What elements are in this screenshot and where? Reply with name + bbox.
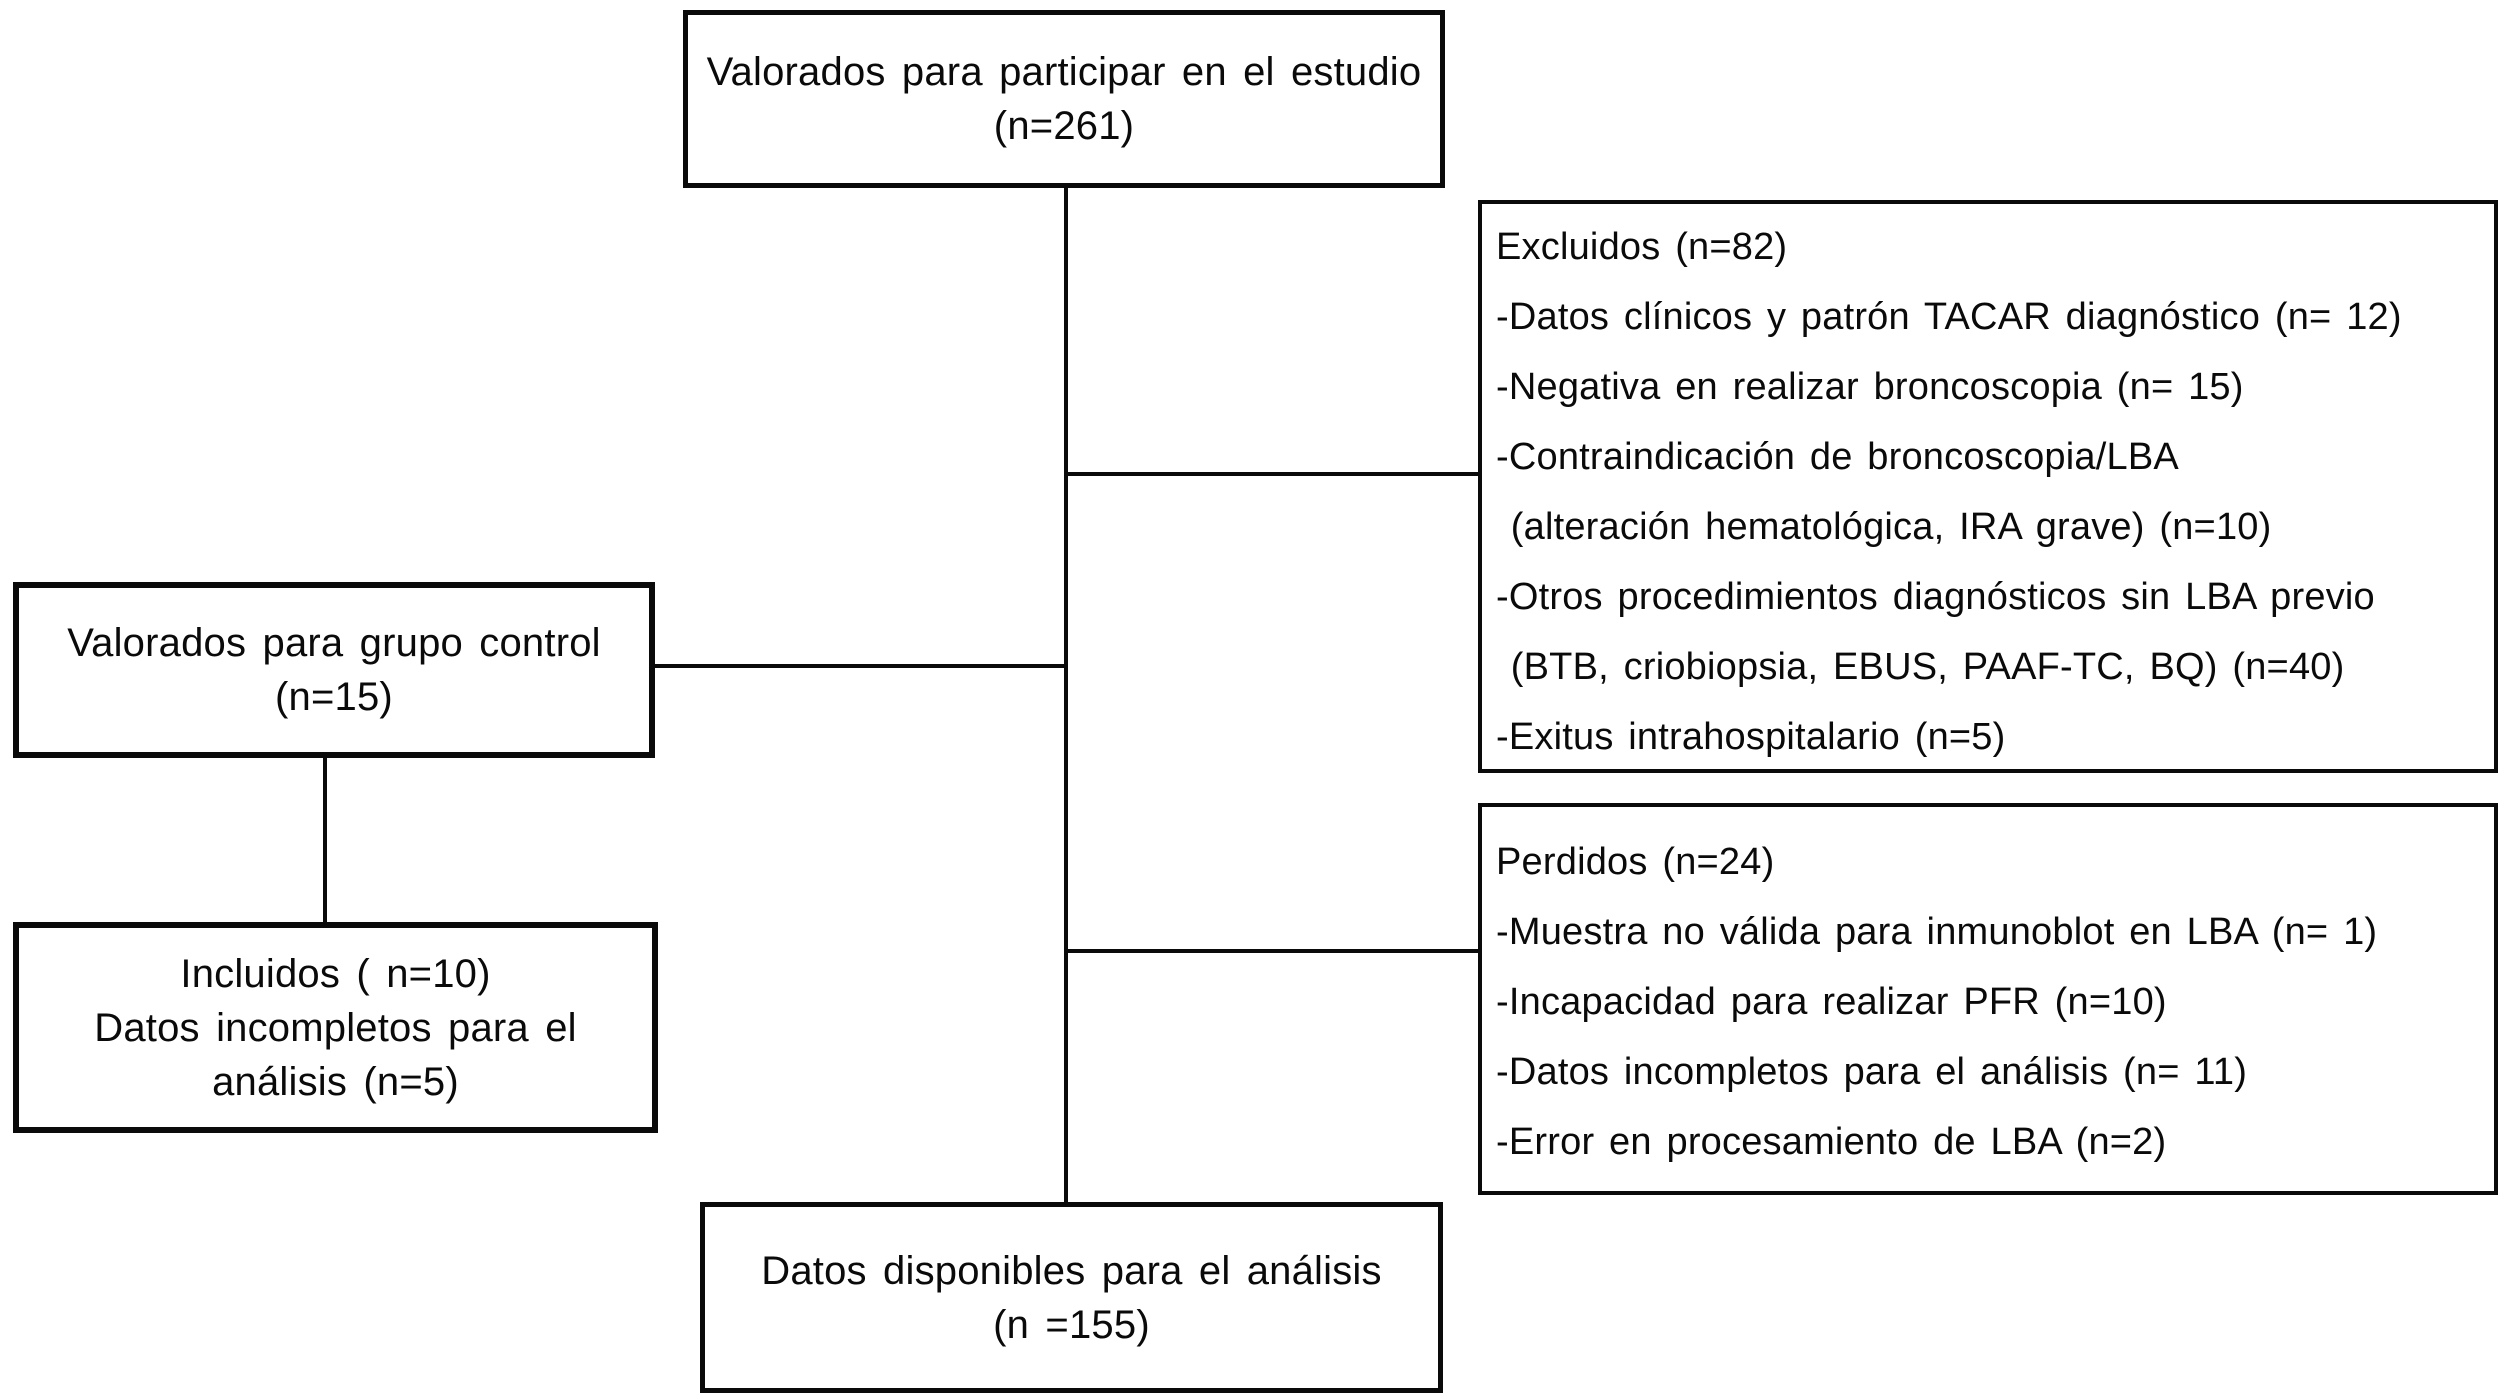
connector-main-vertical: [1064, 186, 1068, 1204]
excluded-item-3: -Contraindicación de broncoscopia/LBA: [1496, 436, 2179, 478]
control-count: (n=15): [275, 675, 393, 719]
included-line-1: Incluidos ( n=10): [180, 951, 491, 996]
connector-control-vertical: [323, 756, 327, 924]
lost-item-4: -Error en procesamiento de LBA (n=2): [1496, 1121, 2167, 1163]
available-line-1: Datos disponibles para el análisis: [761, 1248, 1382, 1293]
included-line-3: análisis (n=5): [212, 1059, 459, 1104]
box-data-available: Datos disponibles para el análisis (n =1…: [700, 1202, 1443, 1393]
excluded-item-3-cont: (alteración hematológica, IRA grave) (n=…: [1496, 506, 2272, 548]
assessed-line-1: Valorados para participar en el estudio: [706, 50, 1422, 94]
lost-item-3: -Datos incompletos para el análisis (n= …: [1496, 1051, 2248, 1093]
box-control-group: Valorados para grupo control (n=15): [13, 582, 655, 758]
excluded-item-4: -Otros procedimientos diagnósticos sin L…: [1496, 576, 2375, 618]
lost-item-1: -Muestra no válida para inmunoblot en LB…: [1496, 911, 2378, 953]
box-assessed-for-study: Valorados para participar en el estudio …: [683, 10, 1445, 188]
excluded-title: Excluidos (n=82): [1496, 226, 1788, 268]
available-count: (n =155): [993, 1302, 1150, 1347]
excluded-item-4-cont: (BTB, criobiopsia, EBUS, PAAF-TC, BQ) (n…: [1496, 646, 2345, 688]
excluded-item-5: -Exitus intrahospitalario (n=5): [1496, 716, 2006, 758]
control-line-1: Valorados para grupo control: [67, 621, 601, 665]
box-included-control: Incluidos ( n=10) Datos incompletos para…: [13, 922, 658, 1133]
box-excluded: Excluidos (n=82) -Datos clínicos y patró…: [1478, 200, 2498, 773]
included-line-2: Datos incompletos para el: [94, 1005, 577, 1050]
excluded-item-2: -Negativa en realizar broncoscopia (n= 1…: [1496, 366, 2244, 408]
box-lost: Perdidos (n=24) -Muestra no válida para …: [1478, 803, 2498, 1195]
lost-title: Perdidos (n=24): [1496, 841, 1775, 883]
assessed-count: (n=261): [993, 104, 1135, 148]
connector-excluded-horizontal: [1066, 472, 1480, 476]
connector-control-horizontal: [653, 664, 1066, 668]
connector-lost-horizontal: [1066, 949, 1480, 953]
excluded-item-1: -Datos clínicos y patrón TACAR diagnósti…: [1496, 296, 2402, 338]
lost-item-2: -Incapacidad para realizar PFR (n=10): [1496, 981, 2167, 1023]
